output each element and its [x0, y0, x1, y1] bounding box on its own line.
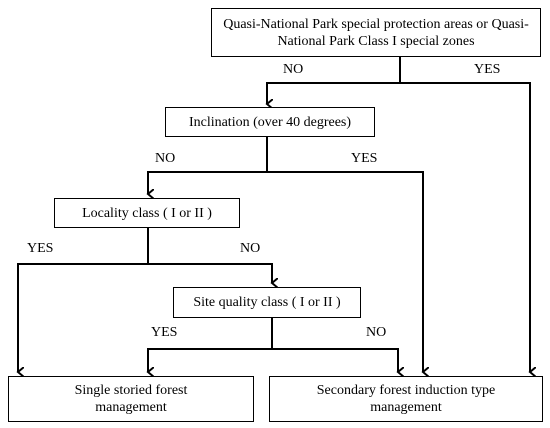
- inclination-box: Inclination (over 40 degrees): [165, 107, 375, 137]
- site-quality-text: Site quality class ( I or II ): [193, 295, 341, 310]
- site-no-label: NO: [366, 325, 387, 340]
- locality-class-text: Locality class ( I or II ): [82, 205, 212, 221]
- incl-no-label: NO: [155, 151, 176, 166]
- single-storied-box: Single storied forest management: [8, 376, 254, 422]
- site-quality-box: Site quality class ( I or II ): [173, 287, 361, 318]
- loc-yes-arrow: [18, 263, 148, 372]
- incl-yes-label: YES: [351, 151, 378, 166]
- site-no-arrow: [272, 348, 398, 372]
- loc-yes-label: YES: [27, 241, 54, 256]
- site-yes-arrow: [148, 348, 272, 372]
- site-yes-label: YES: [151, 325, 178, 340]
- park-no-arrow: [267, 82, 400, 104]
- incl-no-arrow: [148, 171, 267, 194]
- park-yes-arrow: [400, 82, 530, 372]
- incl-yes-arrow: [267, 171, 423, 372]
- park-protection-box: Quasi-National Park special protection a…: [211, 8, 541, 57]
- loc-no-label: NO: [240, 241, 261, 256]
- inclination-text: Inclination (over 40 degrees): [188, 114, 352, 130]
- park-yes-label: YES: [474, 62, 501, 77]
- loc-no-arrow: [148, 263, 272, 283]
- park-no-label: NO: [283, 62, 304, 77]
- park-protection-text: Quasi-National Park special protection a…: [223, 16, 529, 49]
- secondary-forest-box: Secondary forest induction type manageme…: [269, 376, 543, 422]
- locality-class-box: Locality class ( I or II ): [54, 198, 240, 228]
- secondary-forest-text: Secondary forest induction type manageme…: [316, 383, 496, 415]
- single-storied-text: Single storied forest management: [74, 383, 188, 415]
